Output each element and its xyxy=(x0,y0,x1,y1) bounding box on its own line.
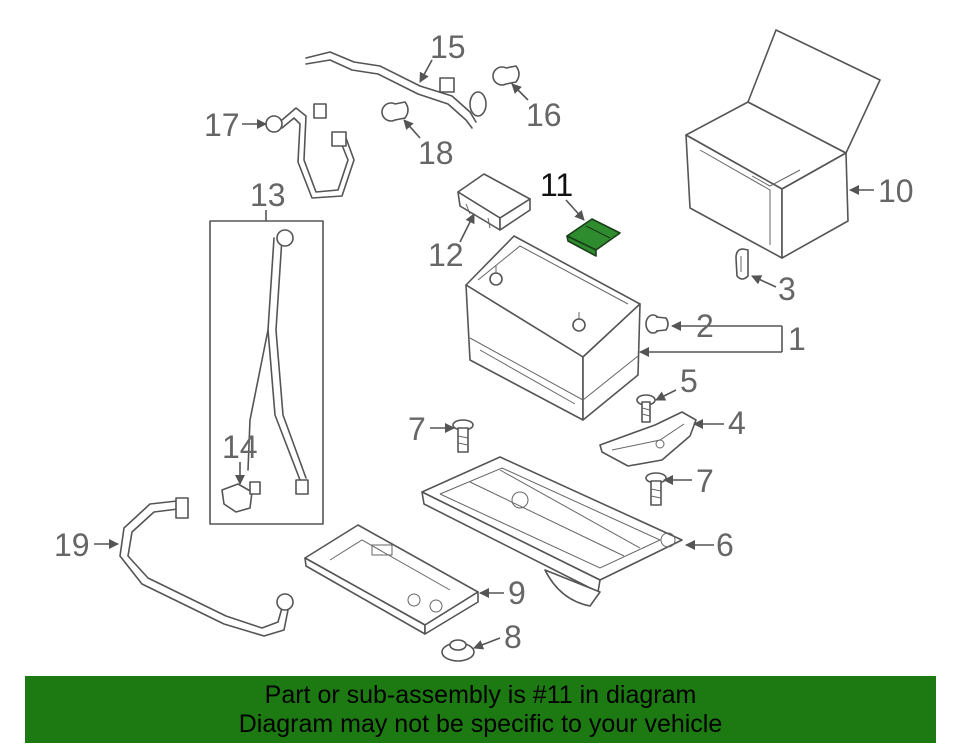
part-3-clip xyxy=(735,248,749,280)
part-13-cable-assembly xyxy=(209,220,324,525)
callout-labels: 1 2 3 4 5 6 7 7 8 9 10 11 12 13 14 15 16… xyxy=(54,29,914,655)
part-7-bolt-upper xyxy=(452,419,474,453)
callout-17: 17 xyxy=(204,107,240,143)
info-banner: Part or sub-assembly is #11 in diagram D… xyxy=(25,676,936,743)
banner-line-part: Part or sub-assembly is #11 in diagram xyxy=(264,680,697,709)
callout-7-upper: 7 xyxy=(408,411,426,447)
callout-8: 8 xyxy=(504,619,522,655)
callout-2: 2 xyxy=(696,308,714,344)
part-9-lower-tray xyxy=(304,524,479,635)
callout-13: 13 xyxy=(250,177,286,213)
callout-3: 3 xyxy=(778,271,796,307)
part-6-battery-tray xyxy=(421,456,683,607)
part-5-bolt xyxy=(636,394,656,423)
callout-12: 12 xyxy=(428,237,464,273)
part-18-cap xyxy=(381,101,409,122)
callout-9: 9 xyxy=(508,575,526,611)
part-7-bolt-lower xyxy=(645,472,667,506)
part-8-grommet xyxy=(441,639,475,662)
callout-19: 19 xyxy=(54,527,90,563)
parts-diagram: 1 2 3 4 5 6 7 7 8 9 10 11 12 13 14 15 16… xyxy=(54,29,914,662)
part-4-bracket xyxy=(599,411,697,467)
part-1-battery xyxy=(465,235,641,421)
part-12-terminal-cover xyxy=(457,173,531,231)
callout-4: 4 xyxy=(728,405,746,441)
part-17-cable xyxy=(265,103,355,199)
callout-11: 11 xyxy=(540,167,573,203)
leader-lines xyxy=(94,59,874,650)
part-11-highlighted xyxy=(566,218,621,257)
part-10-battery-cover xyxy=(685,29,881,259)
callout-14: 14 xyxy=(222,429,258,465)
callout-5: 5 xyxy=(680,363,698,399)
part-14-connector xyxy=(221,481,261,513)
callout-7-lower: 7 xyxy=(696,463,714,499)
part-15-cable xyxy=(305,51,487,129)
callout-1: 1 xyxy=(788,321,806,357)
callout-15: 15 xyxy=(430,29,466,65)
callout-6: 6 xyxy=(716,527,734,563)
part-19-cable xyxy=(119,497,294,637)
part-16-cap xyxy=(492,65,520,86)
callout-18: 18 xyxy=(418,135,454,171)
callout-10: 10 xyxy=(878,173,914,209)
callout-16: 16 xyxy=(526,97,562,133)
banner-line-disclaimer: Diagram may not be specific to your vehi… xyxy=(238,709,723,738)
part-2-plug xyxy=(645,314,669,334)
